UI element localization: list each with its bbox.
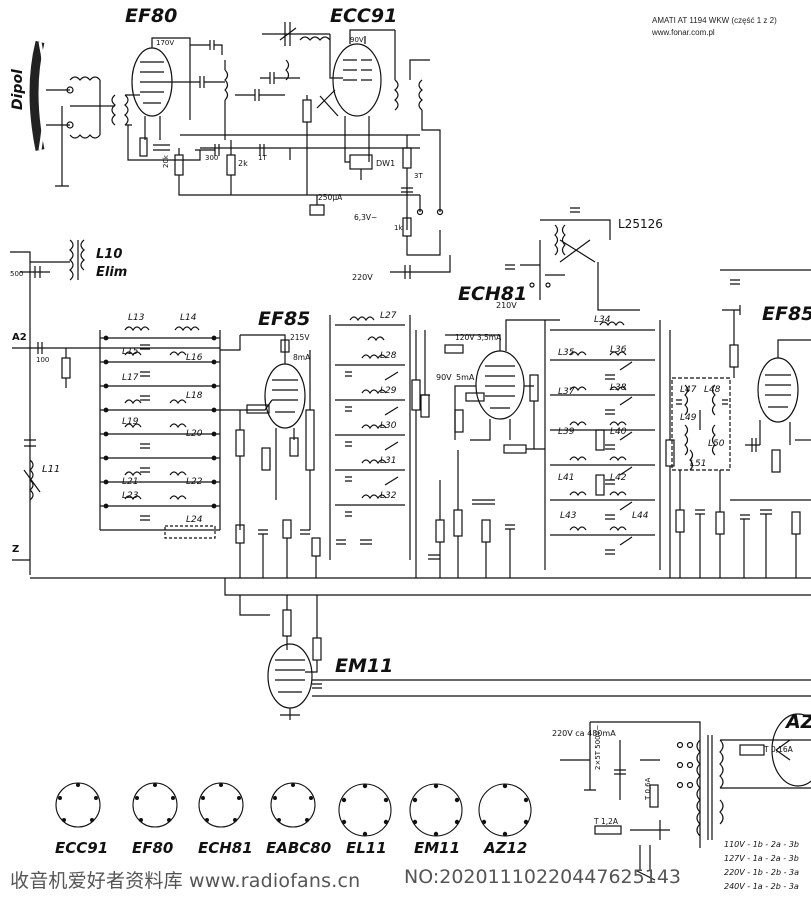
- label-63v: 6,3V~: [354, 213, 377, 222]
- coil-l13: L13: [128, 313, 145, 323]
- coil-l31: L31: [380, 456, 396, 466]
- socket-label-el11: EL11: [346, 839, 387, 857]
- coil-l18: L18: [186, 391, 203, 401]
- socket-label-ech81: ECH81: [198, 839, 253, 857]
- label-3t: 3T: [414, 172, 423, 180]
- coil-l36: L36: [610, 345, 627, 355]
- coil-l14: L14: [180, 313, 197, 323]
- socket-label-eabc80: EABC80: [266, 839, 331, 857]
- coil-l16: L16: [186, 353, 203, 363]
- watermark-left: 收音机爱好者资料库 www.radiofans.cn: [10, 870, 361, 892]
- label-210v: 210V: [496, 301, 517, 310]
- label-100: 100: [36, 356, 49, 364]
- ps-tap-127: 127V - 1a - 2a - 3b: [724, 854, 799, 863]
- coil-l27: L27: [380, 311, 397, 321]
- ps-fuse-016: T 0,16A: [763, 745, 794, 754]
- label-z: Z: [12, 544, 19, 555]
- socket-label-ef80: EF80: [132, 839, 173, 857]
- label-1t: 1T: [258, 154, 267, 162]
- socket-label-az12: AZ12: [483, 839, 527, 857]
- coil-l51: L51: [690, 459, 706, 469]
- label-220v: 220V: [352, 273, 373, 282]
- coil-l35: L35: [558, 348, 575, 358]
- coil-l47: L47: [680, 385, 697, 395]
- label-20k: 20k: [162, 154, 170, 168]
- label-a2: A2: [12, 332, 27, 343]
- coil-l38: L38: [610, 383, 627, 393]
- coil-l29: L29: [380, 386, 397, 396]
- label-elim: Elim: [96, 265, 127, 280]
- tube-label-ecc91: ECC91: [330, 5, 397, 27]
- coil-l42: L42: [610, 473, 627, 483]
- label-90v-top: 90V: [350, 36, 364, 44]
- label-300: 300: [205, 154, 218, 162]
- document-site: www.fonar.com.pl: [652, 28, 715, 37]
- label-500: 500: [10, 270, 23, 278]
- ps-tap-240: 240V - 1a - 2b - 3a: [724, 882, 799, 891]
- coil-l19: L19: [122, 417, 139, 427]
- label-dw1: DW1: [376, 159, 395, 168]
- tube-label-em11: EM11: [335, 655, 393, 677]
- coil-l49: L49: [680, 413, 697, 423]
- coil-l48: L48: [704, 385, 721, 395]
- ps-fuse-12: T 1,2A: [593, 817, 619, 826]
- ps-cap-5t: 2×5T 500V~: [594, 725, 602, 770]
- label-1k: 1k: [394, 224, 403, 232]
- ps-header-220v: 220V ca 480mA: [552, 729, 616, 738]
- document-title: AMATI AT 1194 WKW (część 1 z 2): [652, 16, 777, 25]
- coil-l43: L43: [560, 511, 577, 521]
- coil-l17: L17: [122, 373, 139, 383]
- coil-l37: L37: [558, 387, 575, 397]
- ps-fuse-06: T 0,6A: [644, 777, 652, 801]
- tube-label-ef85-2: EF85: [762, 303, 811, 325]
- socket-label-em11: EM11: [414, 839, 460, 857]
- coil-l34: L34: [594, 315, 611, 325]
- label-2k: 2k: [238, 159, 248, 168]
- label-l11: L11: [42, 464, 60, 475]
- label-dipol: Dipol: [10, 69, 26, 110]
- tube-label-az: AZ: [784, 711, 811, 733]
- tube-label-ech81: ECH81: [458, 283, 527, 305]
- watermark-right: NO:20201110220447625143: [404, 866, 682, 888]
- coil-l41: L41: [558, 473, 574, 483]
- coil-l22: L22: [186, 477, 203, 487]
- tube-label-ef80: EF80: [125, 5, 177, 27]
- coil-l30: L30: [380, 421, 397, 431]
- coil-l28: L28: [380, 351, 397, 361]
- label-250ua: 250μA: [318, 193, 343, 202]
- label-8ma: 8mA: [293, 353, 311, 362]
- label-120v-35ma: 120V 3,5mA: [455, 333, 502, 342]
- coil-l39: L39: [558, 427, 575, 437]
- ps-tap-220: 220V - 1b - 2b - 3a: [724, 868, 799, 877]
- label-l10: L10: [96, 247, 122, 262]
- socket-label-ecc91: ECC91: [55, 839, 108, 857]
- label-5ma: 5mA: [456, 373, 475, 382]
- coil-l50: L50: [708, 439, 725, 449]
- label-90v: 90V: [436, 373, 452, 382]
- coil-l32: L32: [380, 491, 397, 501]
- coil-l40: L40: [610, 427, 627, 437]
- coil-l15: L15: [122, 347, 139, 357]
- label-215v: 215V: [290, 333, 310, 342]
- label-l25126: L25126: [618, 217, 663, 231]
- coil-l21: L21: [122, 477, 138, 487]
- label-170v: 170V: [156, 39, 174, 47]
- coil-l23: L23: [122, 491, 139, 501]
- tube-label-ef85-1: EF85: [258, 308, 310, 330]
- coil-l44: L44: [632, 511, 649, 521]
- coil-l20: L20: [186, 429, 203, 439]
- ps-tap-110: 110V - 1b - 2a - 3b: [724, 840, 799, 849]
- coil-l24: L24: [186, 515, 203, 525]
